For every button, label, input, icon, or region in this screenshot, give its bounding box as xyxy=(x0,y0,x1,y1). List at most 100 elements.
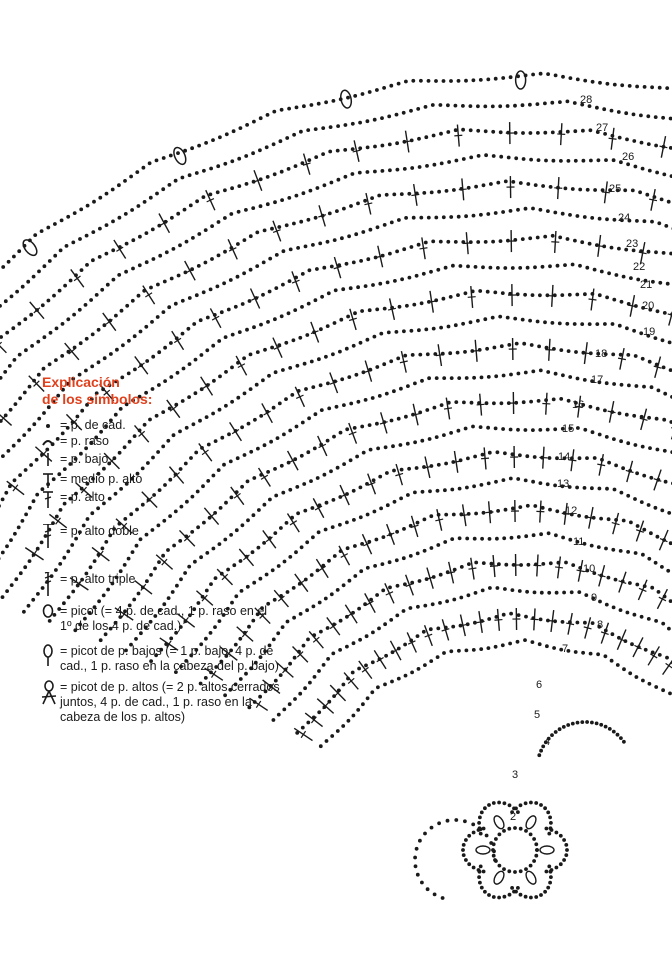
stitch-crossbar xyxy=(208,513,215,520)
half-double-crochet-icon xyxy=(43,473,53,488)
stitch-crossbar xyxy=(611,521,620,526)
stitch-crossbar xyxy=(386,532,395,537)
stitch-crossbar xyxy=(241,630,249,638)
round-number-label: 7 xyxy=(562,643,568,655)
stitch-crossbar xyxy=(581,352,590,355)
stitch-crossbar xyxy=(391,648,400,653)
picot-icon xyxy=(42,604,54,618)
stitch-crossbar xyxy=(201,449,209,456)
round-24-chain xyxy=(0,179,671,423)
stitch-crossbar xyxy=(259,612,266,619)
stitch-spoke xyxy=(0,345,7,354)
stitch-crossbar xyxy=(435,518,444,522)
round-number-label: 12 xyxy=(565,505,577,517)
stitch-crossbar xyxy=(405,583,414,587)
single-crochet-bar-icon xyxy=(47,453,49,466)
stitch-crossbar xyxy=(494,618,503,621)
round-19-chain xyxy=(22,314,672,614)
stitch-crossbar xyxy=(265,536,273,543)
stitch-crossbar xyxy=(367,481,376,486)
stitch-crossbar xyxy=(363,542,371,547)
stitch-crossbar xyxy=(55,517,61,525)
stitch-crossbar xyxy=(33,307,41,314)
stitch-crossbar xyxy=(329,380,338,385)
stitch-crossbar xyxy=(576,569,585,573)
round-number-label: 16 xyxy=(572,399,584,411)
round-number-label: 18 xyxy=(595,348,607,360)
round-number-label: 14 xyxy=(558,451,570,463)
stitch-crossbar xyxy=(447,571,456,575)
stitch-crossbar xyxy=(575,405,584,408)
stitch-crossbar xyxy=(225,650,232,658)
stitch-crossbar xyxy=(231,428,240,435)
stitch-crossbar xyxy=(435,353,444,357)
stitch-crossbar xyxy=(548,619,557,623)
round-number-label: 10 xyxy=(583,563,595,575)
stitch-crossbar xyxy=(169,405,177,412)
stitch-crossbar xyxy=(97,550,104,558)
round-number-label: 19 xyxy=(643,326,655,338)
stitch-crossbar xyxy=(617,357,626,361)
stitch-crossbar xyxy=(395,472,404,477)
stitch-crossbar xyxy=(291,279,300,284)
stitch-crossbar xyxy=(634,644,642,650)
stitch-crossbar xyxy=(659,145,668,149)
stitch-crossbar xyxy=(653,365,662,369)
round-number-label: 21 xyxy=(640,279,652,291)
flower-petal-chain xyxy=(477,864,520,900)
round-17-chain xyxy=(73,368,672,633)
round-number-label: 3 xyxy=(512,769,518,781)
flower-petal-chain xyxy=(461,826,486,874)
stitch-crossbar xyxy=(399,360,408,364)
stitch-crossbar xyxy=(233,492,241,499)
triple-treble-crochet-icon xyxy=(44,572,52,596)
stitch-crossbar xyxy=(277,595,285,602)
stitch-crossbar xyxy=(210,670,217,678)
stitch-crossbar xyxy=(561,512,570,515)
picot-petal xyxy=(22,239,38,257)
stitch-crossbar xyxy=(160,220,169,226)
stitch-crossbar xyxy=(410,524,419,529)
round-25-chain xyxy=(0,153,672,380)
flower-picot xyxy=(539,845,555,855)
stitch-crossbar xyxy=(33,380,40,387)
single-crochet-picot-icon xyxy=(43,644,53,666)
stitch-crossbar xyxy=(242,554,250,561)
stitch-crossbar xyxy=(173,337,182,344)
stitch-crossbar xyxy=(659,538,668,543)
stitch-crossbar xyxy=(31,550,38,558)
stitch-crossbar xyxy=(376,656,384,663)
stitch-crossbar xyxy=(202,383,211,389)
slip-stitch-arc-icon xyxy=(42,440,54,446)
flower-petal-chain xyxy=(510,800,553,836)
stitch-crossbar xyxy=(601,191,610,194)
stitch-crossbar xyxy=(653,478,662,482)
stitch-crossbar xyxy=(121,522,128,530)
flower-picot xyxy=(493,870,505,885)
treble-crochet-icon xyxy=(43,524,53,548)
stitch-crossbar xyxy=(302,162,311,166)
stitch-crossbar xyxy=(454,134,463,137)
stitch-crossbar xyxy=(658,596,667,602)
stitch-crossbar xyxy=(329,623,337,630)
stitch-crossbar xyxy=(481,457,490,460)
round-15-chain xyxy=(124,424,672,653)
stitch-crossbar xyxy=(649,198,658,202)
round-number-label: 11 xyxy=(573,536,584,548)
stitch-crossbar xyxy=(80,486,88,494)
stitch-crossbar xyxy=(300,730,307,739)
stitch-crossbar xyxy=(340,553,349,558)
stitch-crossbar xyxy=(588,298,597,301)
stitch-crossbar xyxy=(173,471,181,479)
stitch-crossbar xyxy=(108,457,116,465)
round-number-label: 8 xyxy=(597,619,603,631)
stitch-crossbar xyxy=(116,246,124,252)
stitch-crossbar xyxy=(268,683,275,691)
stitch-crossbar xyxy=(423,465,432,469)
stitch-crossbar xyxy=(333,265,342,270)
stitch-crossbar xyxy=(463,242,472,245)
legend-title-line1: Explicación xyxy=(42,374,120,390)
stitch-crossbar xyxy=(314,505,323,511)
stitch-crossbar xyxy=(635,529,644,533)
stitch-crossbar xyxy=(426,576,435,580)
